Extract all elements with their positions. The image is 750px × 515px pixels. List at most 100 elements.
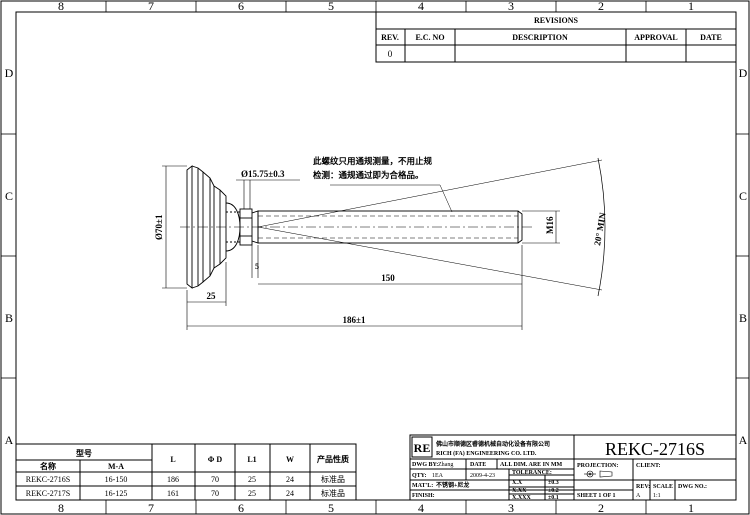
tol-1-value: ±0.3	[548, 480, 559, 486]
tol-2-value: ±0.2	[548, 488, 559, 494]
dwg-by-value: Zhang	[438, 462, 453, 468]
spec-row1-d: 70	[211, 475, 219, 484]
rev-row-rev: 0	[388, 49, 393, 59]
zone-row-label-right: B	[739, 311, 747, 325]
rev-value: A	[636, 493, 641, 499]
base-body	[191, 165, 215, 289]
zone-col-label-top: 3	[508, 0, 514, 13]
spec-row2-name: REKC-2717S	[26, 489, 70, 498]
zone-col-label-top: 6	[238, 0, 244, 13]
zone-col-label-bottom: 7	[148, 501, 154, 515]
matl-label: MAT'L:	[412, 483, 433, 489]
dimension-texts: Ø70±1 Ø15.75±0.3 M16 20° MIN 5 150 25 18…	[154, 156, 608, 325]
dim-thread-size: M16	[545, 216, 555, 234]
scale-label: SCALE	[653, 484, 673, 490]
tolerance-title: TOLERANCE:	[512, 470, 552, 476]
zone-row-label-left: C	[5, 189, 13, 203]
rev-header-approval: APPROVAL	[634, 33, 677, 42]
spec-header-l1: L1	[247, 455, 256, 464]
spec-row2-property: 标准品	[321, 488, 345, 498]
zone-row-label-left: B	[5, 311, 13, 325]
date-value: 2009-4-23	[470, 473, 495, 479]
company-logo: RE	[414, 441, 431, 455]
spec-row1-l1: 25	[248, 475, 256, 484]
spec-row1-l: 186	[167, 475, 179, 484]
qty-label: QTY:	[412, 473, 426, 479]
zone-col-label-bottom: 1	[688, 501, 694, 515]
spec-header-l: L	[170, 455, 175, 464]
company-name-en: RICH (FA) ENGINEERING CO. LTD.	[436, 450, 537, 457]
dwg-no-label: DWG NO.:	[678, 484, 707, 490]
projection-symbol-icon	[584, 470, 613, 478]
rev-header-description: DESCRIPTION	[512, 33, 568, 42]
zone-row-label-right: A	[739, 433, 748, 447]
projection-label: PROJECTION:	[577, 463, 618, 469]
thread-note-line2: 检测：通规通过即为合格品。	[313, 170, 424, 180]
spec-header-ma: M-A	[108, 462, 124, 471]
zone-col-label-bottom: 6	[238, 501, 244, 515]
dimensions	[162, 165, 560, 330]
tol-2-label: X.XX	[512, 488, 527, 494]
dim-base-diameter: Ø70±1	[154, 214, 164, 240]
spec-header-property: 产品性质	[317, 454, 349, 464]
date-label: DATE	[470, 462, 486, 468]
tol-3-value: ±0.1	[548, 495, 559, 501]
spec-row2-d: 70	[211, 489, 219, 498]
zone-col-label-bottom: 2	[598, 501, 604, 515]
zone-row-label-right: C	[739, 189, 747, 203]
title-block: RE 佛山市顺德区睿德机械自动化设备有限公司 RICH (FA) ENGINEE…	[409, 434, 737, 501]
zone-col-label-top: 2	[598, 0, 604, 13]
dwg-by-label: DWG BY:	[412, 462, 438, 468]
spec-row1-ma: 16-150	[105, 475, 128, 484]
zone-col-label-top: 7	[148, 0, 154, 13]
zone-col-label-bottom: 4	[418, 501, 424, 515]
tol-3-label: X.XXX	[512, 495, 531, 501]
logo-box	[411, 436, 433, 458]
zone-row-label-left: A	[5, 433, 14, 447]
spec-header-d: Φ D	[208, 455, 223, 464]
part-number: REKC-2716S	[605, 439, 705, 459]
dim-angle: 20° MIN	[592, 211, 608, 246]
dim-units-note: ALL DIM. ARE IN MM	[500, 462, 563, 468]
scale-value: 1:1	[653, 493, 661, 499]
zone-col-label-bottom: 8	[58, 501, 64, 515]
spec-row1-name: REKC-2716S	[26, 475, 70, 484]
rev-header-ecno: E.C. NO	[415, 33, 444, 42]
zone-col-label-bottom: 3	[508, 501, 514, 515]
spec-row2-w: 24	[286, 489, 294, 498]
part-drawing	[180, 157, 606, 297]
angle-arc	[597, 157, 606, 297]
dim-total-length: 186±1	[343, 315, 366, 325]
sheet-number: SHEET 1 OF 1	[577, 493, 616, 499]
dim-base-height: 25	[207, 291, 217, 301]
rev-label: REV:	[636, 484, 650, 490]
spec-row2-ma: 16-125	[105, 489, 128, 498]
client-label: CLIENT:	[636, 463, 661, 469]
rev-header-rev: REV.	[381, 33, 399, 42]
dim-neck-diameter: Ø15.75±0.3	[241, 169, 285, 179]
zone-col-label-top: 8	[58, 0, 64, 13]
zone-row-label-right: D	[739, 66, 748, 80]
zone-col-label-bottom: 5	[328, 501, 334, 515]
dim-thread-length: 150	[381, 273, 395, 283]
spec-row1-w: 24	[286, 475, 294, 484]
zone-col-label-top: 4	[418, 0, 424, 13]
zone-row-label-left: D	[5, 66, 14, 80]
spec-header-model: 型号	[76, 448, 92, 458]
zone-col-label-top: 5	[328, 0, 334, 13]
spec-row1-property: 标准品	[321, 474, 345, 484]
revisions-table: REVISIONS REV. E.C. NO DESCRIPTION APPRO…	[375, 11, 737, 63]
spec-header-w: W	[286, 455, 294, 464]
rev-header-date: DATE	[700, 33, 722, 42]
zone-col-label-top: 1	[688, 0, 694, 13]
revisions-title: REVISIONS	[534, 16, 579, 25]
company-name-cn: 佛山市顺德区睿德机械自动化设备有限公司	[435, 440, 550, 448]
finish-label: FINISH:	[412, 493, 435, 499]
tol-1-label: X.X	[512, 480, 523, 486]
matl-value: 不锈钢+尼龙	[436, 481, 469, 489]
qty-value: 1EA	[432, 473, 444, 479]
